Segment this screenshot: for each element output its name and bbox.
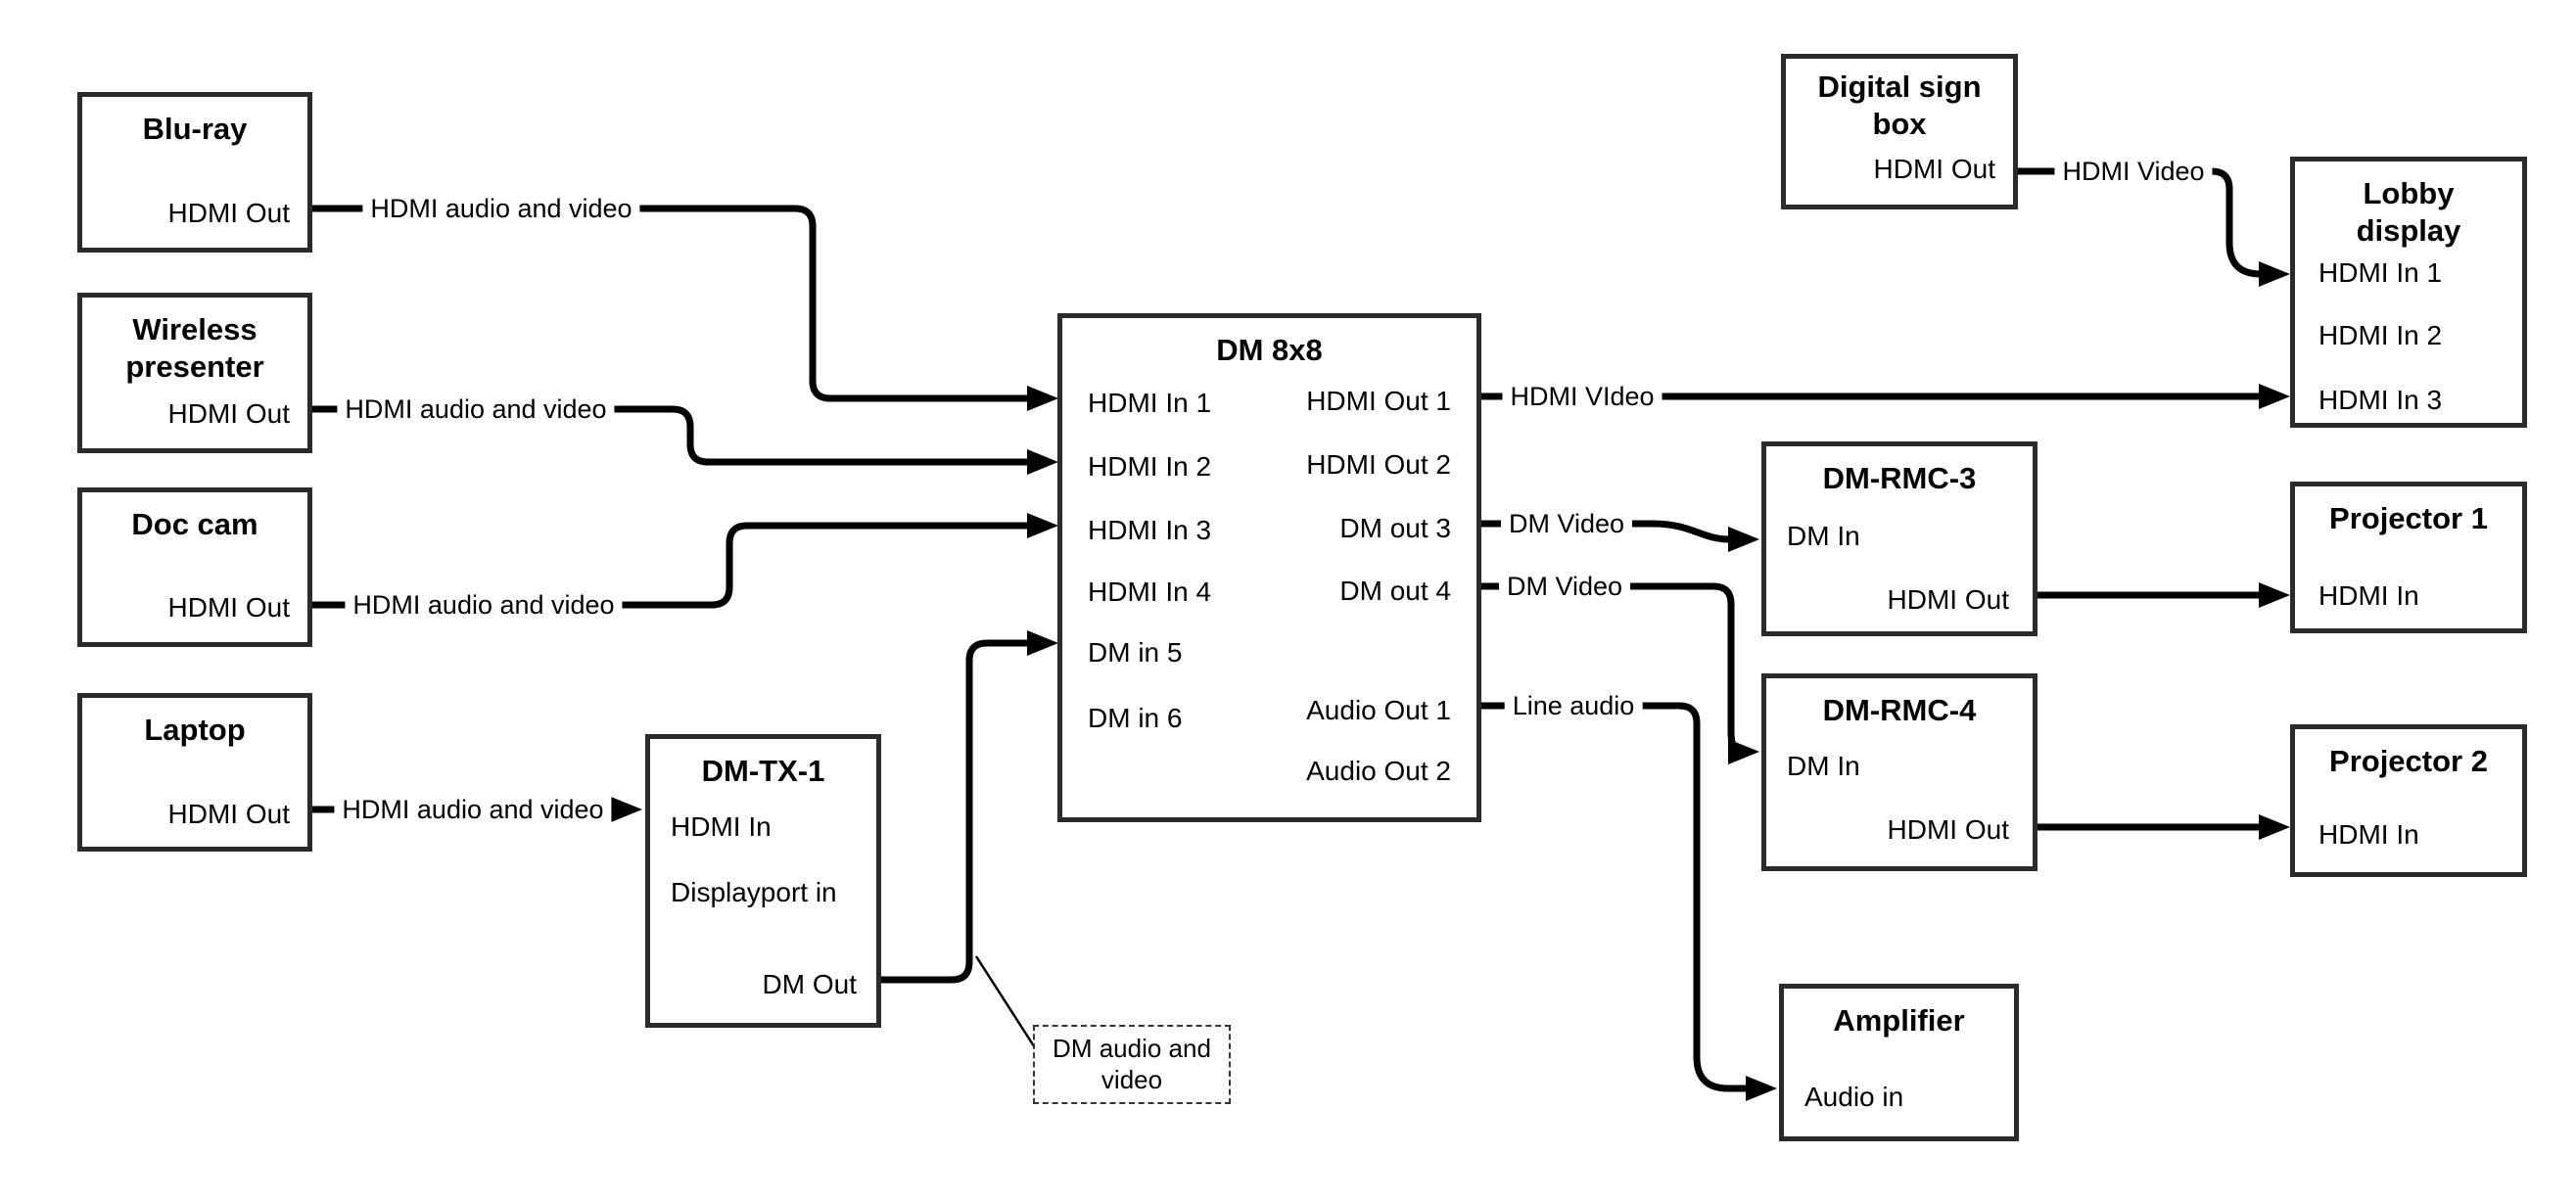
port-dm8x8-audio-out-1: Audio Out 1 xyxy=(1306,695,1451,725)
edge-dmtx1-to-dm8x8-in5[interactable] xyxy=(881,630,1058,984)
port-lobby-hdmi-in-3: HDMI In 3 xyxy=(2318,385,2443,415)
node-title: DM-RMC-3 xyxy=(1822,461,1977,495)
node-amplifier[interactable]: Amplifier Audio in xyxy=(1779,984,2019,1141)
port-dm8x8-hdmi-in-3: HDMI In 3 xyxy=(1088,515,1212,545)
port-dm8x8-hdmi-in-4: HDMI In 4 xyxy=(1088,577,1212,607)
edge-doccam-to-dm8x8-in3[interactable] xyxy=(312,513,1058,609)
port-bluray-hdmi-out: HDMI Out xyxy=(167,198,290,228)
edge-dm8x8-out3-to-dmrmc3[interactable] xyxy=(1481,520,1759,552)
port-proj1-hdmi-in: HDMI In xyxy=(2318,580,2419,611)
node-title: DM-TX-1 xyxy=(701,754,825,788)
node-title: Digital sign box xyxy=(1817,69,1982,141)
node-title: DM 8x8 xyxy=(1216,333,1323,367)
node-title: Blu-ray xyxy=(142,112,248,146)
port-lobby-hdmi-in-2: HDMI In 2 xyxy=(2318,320,2443,350)
node-dm-rmc-4[interactable]: DM-RMC-4 DM In HDMI Out xyxy=(1761,673,2037,871)
port-dm8x8-dm-out-4: DM out 4 xyxy=(1339,576,1451,606)
node-blu-ray[interactable]: Blu-ray HDMI Out xyxy=(77,92,312,253)
edge-sign-to-lobby-in1[interactable] xyxy=(2018,167,2290,287)
port-lobby-hdmi-in-1: HDMI In 1 xyxy=(2318,257,2443,288)
edge-label-hdmi-audio-video-laptop: HDMI audio and video xyxy=(334,793,612,826)
port-laptop-hdmi-out: HDMI Out xyxy=(167,799,290,829)
port-dmrmc3-hdmi-out: HDMI Out xyxy=(1887,584,2009,615)
port-dm8x8-hdmi-in-2: HDMI In 2 xyxy=(1088,451,1212,482)
callout-pointer-line[interactable] xyxy=(974,955,1038,1050)
node-laptop[interactable]: Laptop HDMI Out xyxy=(77,693,312,852)
port-proj2-hdmi-in: HDMI In xyxy=(2318,819,2419,850)
edge-label-dm-video-out4: DM Video xyxy=(1498,570,1631,603)
edge-dm8x8-out4-to-dmrmc4[interactable] xyxy=(1481,582,1759,764)
node-digital-sign-box[interactable]: Digital sign box HDMI Out xyxy=(1781,54,2018,209)
node-title: Doc cam xyxy=(131,507,258,541)
node-wireless-presenter[interactable]: Wireless presenter HDMI Out xyxy=(77,293,312,453)
node-projector-2[interactable]: Projector 2 HDMI In xyxy=(2290,724,2527,877)
node-dm-rmc-3[interactable]: DM-RMC-3 DM In HDMI Out xyxy=(1761,441,2037,636)
node-lobby-display[interactable]: Lobby display HDMI In 1 HDMI In 2 HDMI I… xyxy=(2290,157,2527,428)
port-dm8x8-audio-out-2: Audio Out 2 xyxy=(1306,756,1451,786)
edge-label-hdmi-video-sign: HDMI Video xyxy=(2054,155,2213,188)
node-title: Projector 1 xyxy=(2329,501,2488,535)
edge-label-hdmi-audio-video-bluray: HDMI audio and video xyxy=(362,192,640,225)
port-sign-hdmi-out: HDMI Out xyxy=(1873,154,1995,184)
node-projector-1[interactable]: Projector 1 HDMI In xyxy=(2290,482,2527,633)
node-title: Lobby display xyxy=(2356,176,2461,248)
node-dm-8x8[interactable]: DM 8x8 HDMI In 1 HDMI In 2 HDMI In 3 HDM… xyxy=(1057,313,1481,822)
edge-label-hdmi-audio-video-wireless: HDMI audio and video xyxy=(337,393,615,426)
port-dm8x8-dm-out-3: DM out 3 xyxy=(1339,513,1451,543)
port-wireless-hdmi-out: HDMI Out xyxy=(167,398,290,429)
edge-label-hdmi-audio-video-doccam: HDMI audio and video xyxy=(345,588,623,622)
edge-dm8x8-aout1-to-amplifier[interactable] xyxy=(1481,702,1777,1101)
port-doccam-hdmi-out: HDMI Out xyxy=(167,592,290,623)
node-dm-tx-1[interactable]: DM-TX-1 HDMI In Displayport in DM Out xyxy=(645,734,881,1028)
port-dm8x8-dm-in-5: DM in 5 xyxy=(1088,637,1183,668)
port-dm8x8-dm-in-6: DM in 6 xyxy=(1088,703,1183,733)
node-title: Projector 2 xyxy=(2329,744,2488,778)
port-dmrmc3-dm-in: DM In xyxy=(1787,521,1860,551)
port-dmrmc4-dm-in: DM In xyxy=(1787,751,1860,781)
edge-dmrmc4-to-proj2[interactable] xyxy=(2037,814,2290,840)
node-doc-cam[interactable]: Doc cam HDMI Out xyxy=(77,487,312,647)
port-dmtx1-displayport-in: Displayport in xyxy=(671,877,837,907)
edge-dmrmc3-to-proj1[interactable] xyxy=(2037,582,2290,608)
node-title: Wireless presenter xyxy=(125,312,264,384)
port-dm8x8-hdmi-out-1: HDMI Out 1 xyxy=(1306,386,1451,416)
edge-label-hdmi-video-out1: HDMI VIdeo xyxy=(1502,380,1663,413)
edge-wireless-to-dm8x8-in2[interactable] xyxy=(312,405,1058,475)
port-dmtx1-dm-out: DM Out xyxy=(762,969,857,999)
edge-label-line-audio: Line audio xyxy=(1504,689,1643,722)
node-title: DM-RMC-4 xyxy=(1822,693,1977,727)
edge-label-dm-video-out3: DM Video xyxy=(1500,507,1633,540)
node-title: Laptop xyxy=(144,713,246,747)
port-dm8x8-hdmi-in-1: HDMI In 1 xyxy=(1088,388,1212,418)
port-amplifier-audio-in: Audio in xyxy=(1804,1082,1904,1112)
port-dmtx1-hdmi-in: HDMI In xyxy=(671,811,772,842)
callout-dm-audio-and-video[interactable]: DM audio and video xyxy=(1033,1025,1231,1104)
port-dmrmc4-hdmi-out: HDMI Out xyxy=(1887,814,2009,845)
node-title: Amplifier xyxy=(1833,1003,1965,1038)
edge-bluray-to-dm8x8-in1[interactable] xyxy=(312,205,1058,411)
port-dm8x8-hdmi-out-2: HDMI Out 2 xyxy=(1306,449,1451,480)
